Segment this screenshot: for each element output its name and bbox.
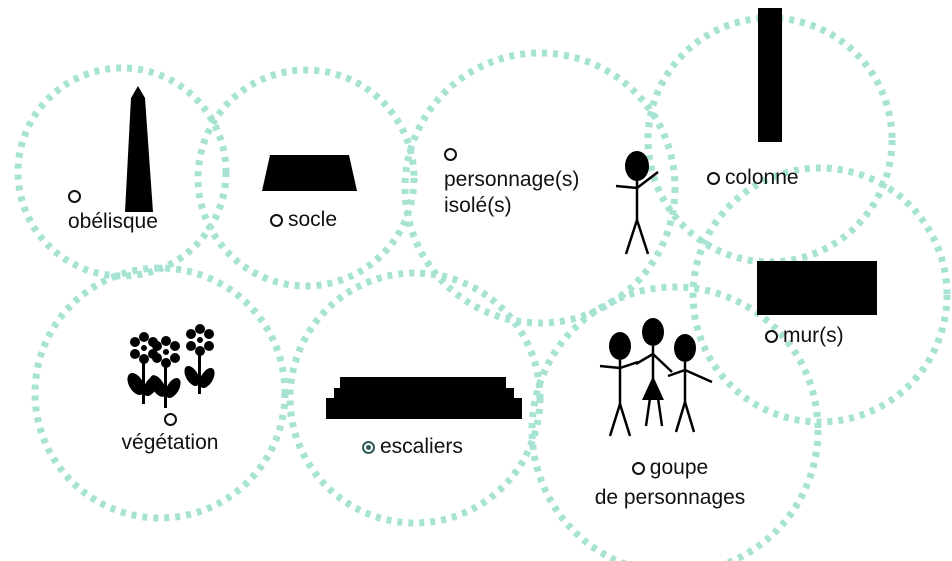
radio-socle[interactable] <box>270 214 283 227</box>
label-personnage-line2: isolé(s) <box>444 194 512 217</box>
radio-mur[interactable] <box>765 330 778 343</box>
option-mur[interactable]: mur(s) <box>765 323 844 349</box>
label-socle: socle <box>288 208 338 231</box>
radio-obelisque[interactable] <box>68 190 81 203</box>
bubble-obelisque <box>14 64 230 280</box>
option-socle[interactable]: socle <box>270 207 337 233</box>
wall-icon <box>757 261 877 315</box>
option-groupe[interactable]: goupe de personnages <box>580 455 760 511</box>
radio-personnage-isole[interactable] <box>444 148 457 161</box>
option-personnage-isole[interactable]: personnage(s) isolé(s) <box>444 148 579 219</box>
bubble-mur <box>689 164 951 426</box>
obelisk-icon <box>125 86 153 212</box>
flowers-icon <box>127 324 215 408</box>
label-colonne: colonne <box>725 166 799 189</box>
stick-figure-icon <box>615 151 659 255</box>
option-obelisque[interactable]: obélisque <box>68 183 158 235</box>
bubble-vegetation <box>31 264 289 522</box>
radio-escaliers-selected[interactable] <box>362 441 375 454</box>
bubble-personnage <box>401 49 679 327</box>
label-escaliers: escaliers <box>380 435 463 458</box>
radio-vegetation[interactable] <box>163 413 177 426</box>
label-vegetation: végétation <box>121 431 219 454</box>
option-colonne[interactable]: colonne <box>707 165 799 191</box>
option-escaliers[interactable]: escaliers <box>362 434 463 460</box>
bubble-groupe <box>528 283 822 561</box>
group-of-people-icon <box>599 318 713 437</box>
label-obelisque: obélisque <box>68 210 158 233</box>
radio-colonne[interactable] <box>707 172 720 185</box>
option-vegetation[interactable]: végétation <box>105 413 235 456</box>
label-groupe-line1: goupe <box>649 456 709 479</box>
plinth-icon <box>262 155 357 191</box>
label-groupe-line2: de personnages <box>594 486 746 509</box>
column-icon <box>758 8 782 142</box>
stairs-icon <box>326 377 522 419</box>
label-mur: mur(s) <box>783 324 844 347</box>
bubble-socle <box>194 66 418 290</box>
label-personnage-line1: personnage(s) <box>444 168 580 191</box>
bubble-escaliers <box>286 269 544 527</box>
radio-groupe[interactable] <box>631 462 645 475</box>
